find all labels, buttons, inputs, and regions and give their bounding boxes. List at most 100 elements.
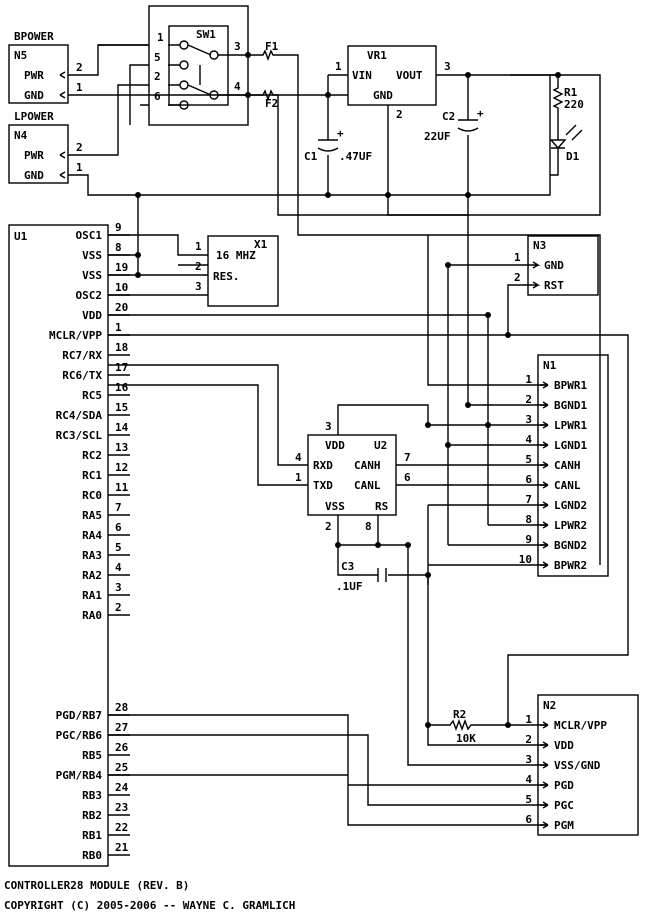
n4-pin-num-1: 1 — [76, 161, 83, 174]
u2-vdd: VDD — [325, 439, 345, 452]
n4-ref: N4 — [14, 129, 28, 142]
u2-canh: CANH — [354, 459, 381, 472]
n2-pin-number: 4 — [525, 773, 532, 786]
u1-pin-name: RC5 — [82, 389, 102, 402]
r1-value: 220 — [564, 98, 584, 111]
u2-ref: U2 — [374, 439, 387, 452]
x1-ref: X1 — [254, 238, 268, 251]
n5-pin-num-1: 1 — [76, 81, 83, 94]
u1-pin-number: 27 — [115, 721, 128, 734]
junction — [465, 72, 471, 78]
c1-value: .47UF — [339, 150, 372, 163]
n2-pin-number: 1 — [525, 713, 532, 726]
sw1-pin-6: 6 — [154, 90, 161, 103]
u1-pin-name: RC0 — [82, 489, 102, 502]
u1-pin-name: RC7/RX — [62, 349, 102, 362]
sw1-outer-box — [148, 5, 249, 126]
junction — [325, 92, 331, 98]
u1-pin-name: VSS — [82, 249, 102, 262]
x1-pin3: 3 — [195, 280, 202, 293]
u1-pin-name: RA0 — [82, 609, 102, 622]
u2-rxd: RXD — [313, 459, 333, 472]
junction — [425, 722, 431, 728]
x1-pin1: 1 — [195, 240, 202, 253]
c1-symbol — [317, 139, 339, 152]
input-wires — [68, 44, 601, 216]
r2-ref: R2 — [453, 708, 466, 721]
n2-pin-name: PGD — [554, 779, 574, 792]
n5-box — [8, 44, 69, 104]
u1-pin-name: RB0 — [82, 849, 102, 862]
sw1-pin-1: 1 — [157, 31, 164, 44]
n1-pin-number: 4 — [525, 433, 532, 446]
n2-wires — [108, 575, 548, 826]
u1-pin-name: RA2 — [82, 569, 102, 582]
u1-pin-name: OSC2 — [76, 289, 103, 302]
u1-pin-number: 3 — [115, 581, 122, 594]
c1-ref: C1 — [304, 150, 318, 163]
footer-title: CONTROLLER28 MODULE (REV. B) — [4, 879, 189, 892]
c3-symbol — [377, 568, 387, 582]
junction — [245, 92, 251, 98]
junction — [485, 422, 491, 428]
n1-wires — [387, 195, 601, 585]
n5-title: BPOWER — [14, 30, 54, 43]
n2-ref: N2 — [543, 699, 556, 712]
u1-pin-number: 5 — [115, 541, 122, 554]
x1-box — [207, 235, 279, 307]
n1-pin-name: BPWR1 — [554, 379, 587, 392]
u1-pin-name: RC2 — [82, 449, 102, 462]
u1-pin-number: 8 — [115, 241, 122, 254]
c1-plus: + — [337, 127, 344, 140]
u1-box — [8, 224, 109, 867]
c2-value: 22UF — [424, 130, 451, 143]
x1-wires — [108, 195, 208, 296]
n5-pin-pwr: PWR — [24, 69, 44, 82]
n1-pin-number: 1 — [525, 373, 532, 386]
u1-pin-number: 22 — [115, 821, 128, 834]
u2-pin4: 4 — [295, 451, 302, 464]
n4-arrows — [59, 151, 66, 179]
u2-wires — [108, 364, 548, 766]
vr1-pin3: 3 — [444, 60, 451, 73]
u2-pin8: 8 — [365, 520, 372, 533]
u1-pin-number: 6 — [115, 521, 122, 534]
u1-pin-number: 1 — [115, 321, 122, 334]
u1-pin-name: RC6/TX — [62, 369, 102, 382]
u1-pin-number: 21 — [115, 841, 129, 854]
u1-pin-number: 28 — [115, 701, 128, 714]
f2-ref: F2 — [265, 97, 278, 110]
u2-pin1: 1 — [295, 471, 302, 484]
u1-pin-number: 4 — [115, 561, 122, 574]
vr1-pin2: 2 — [396, 108, 403, 121]
vr1-ref: VR1 — [367, 49, 387, 62]
n2-box — [537, 694, 639, 836]
n1-pin-number: 7 — [525, 493, 532, 506]
vr1-wires — [327, 74, 560, 195]
vr1-gnd: GND — [373, 89, 393, 102]
c3-ref: C3 — [341, 560, 354, 573]
u1-pin-name: RA1 — [82, 589, 102, 602]
n1-pin-name: BGND2 — [554, 539, 587, 552]
n1-ref: N1 — [543, 359, 557, 372]
d1-light-rays — [565, 124, 583, 141]
c2-ref: C2 — [442, 110, 455, 123]
n1-pin-number: 9 — [525, 533, 532, 546]
u1-pin-number: 7 — [115, 501, 122, 514]
n5-ref: N5 — [14, 49, 27, 62]
u2-pin2: 2 — [325, 520, 332, 533]
c2-plus: + — [477, 107, 484, 120]
u1-pin-name: OSC1 — [76, 229, 103, 242]
n2-pin-number: 2 — [525, 733, 532, 746]
u1-pin-number: 25 — [115, 761, 128, 774]
sw1-ref: SW1 — [196, 28, 216, 41]
vr1-vin: VIN — [352, 69, 372, 82]
vdd-mclr-rails — [108, 314, 629, 725]
u2-pin3: 3 — [325, 420, 332, 433]
sw1-pin-5: 5 — [154, 51, 161, 64]
u2-txd: TXD — [313, 479, 333, 492]
n4-box — [8, 124, 69, 184]
d1-ref: D1 — [566, 150, 580, 163]
